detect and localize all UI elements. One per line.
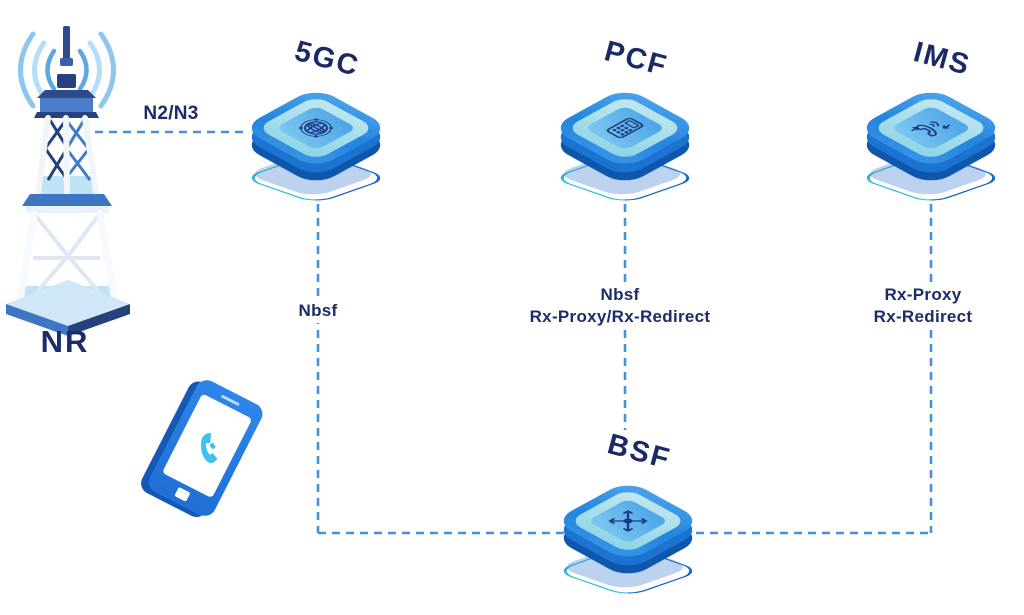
link-label-pcf-bsf: Nbsf Rx-Proxy/Rx-Redirect xyxy=(505,283,735,329)
calculator-icon xyxy=(606,117,644,139)
call-handset-arrows-icon xyxy=(911,121,951,137)
node-bsf: BSF xyxy=(553,428,703,615)
link-label-pcf-bsf-line1: Nbsf xyxy=(600,285,640,304)
link-label-n2n3: N2/N3 xyxy=(125,102,217,126)
smartphone-screen xyxy=(161,393,253,499)
link-label-ims-bsf-line2: Rx-Redirect xyxy=(873,307,973,326)
node-ims-slab xyxy=(856,86,1006,302)
link-label-nbsf-left: Nbsf xyxy=(282,299,354,323)
globe-network-icon xyxy=(298,118,334,138)
hub-distribute-icon xyxy=(608,510,648,532)
node-pcf-slab xyxy=(550,86,700,302)
tower-label: NR xyxy=(40,324,90,359)
node-5gc-slab xyxy=(241,86,391,302)
smartphone-icon xyxy=(145,372,267,532)
link-label-pcf-bsf-line2: Rx-Proxy/Rx-Redirect xyxy=(529,307,711,326)
handset-icon xyxy=(201,432,218,463)
smartphone-body xyxy=(145,376,267,520)
node-bsf-slab xyxy=(553,479,703,615)
node-ims: IMS xyxy=(856,36,1006,302)
node-pcf: PCF xyxy=(550,35,700,302)
smartphone-home-button xyxy=(174,486,191,502)
link-label-ims-bsf: Rx-Proxy Rx-Redirect xyxy=(848,283,998,329)
radio-tower-icon xyxy=(6,26,130,336)
signal-waves-icon xyxy=(18,31,116,109)
node-5gc: 5GC xyxy=(241,35,391,302)
link-label-ims-bsf-line1: Rx-Proxy xyxy=(884,285,962,304)
